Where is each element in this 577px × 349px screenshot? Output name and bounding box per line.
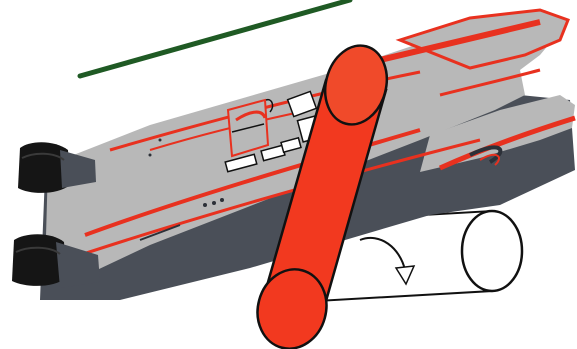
rotation-arrow: [359, 237, 416, 286]
hull-deck: [45, 10, 565, 278]
outboard-engine-top: [18, 142, 96, 193]
hull-pontoon-lower: [420, 95, 575, 172]
red-cylinder-bottom-end: [256, 268, 328, 349]
water-line: [77, 0, 353, 79]
hull-stripe-lower: [84, 128, 421, 237]
red-cylinder-top-end: [323, 44, 389, 126]
red-cylinder-upright: [256, 44, 389, 349]
outboard-engine-bottom: [12, 234, 100, 288]
